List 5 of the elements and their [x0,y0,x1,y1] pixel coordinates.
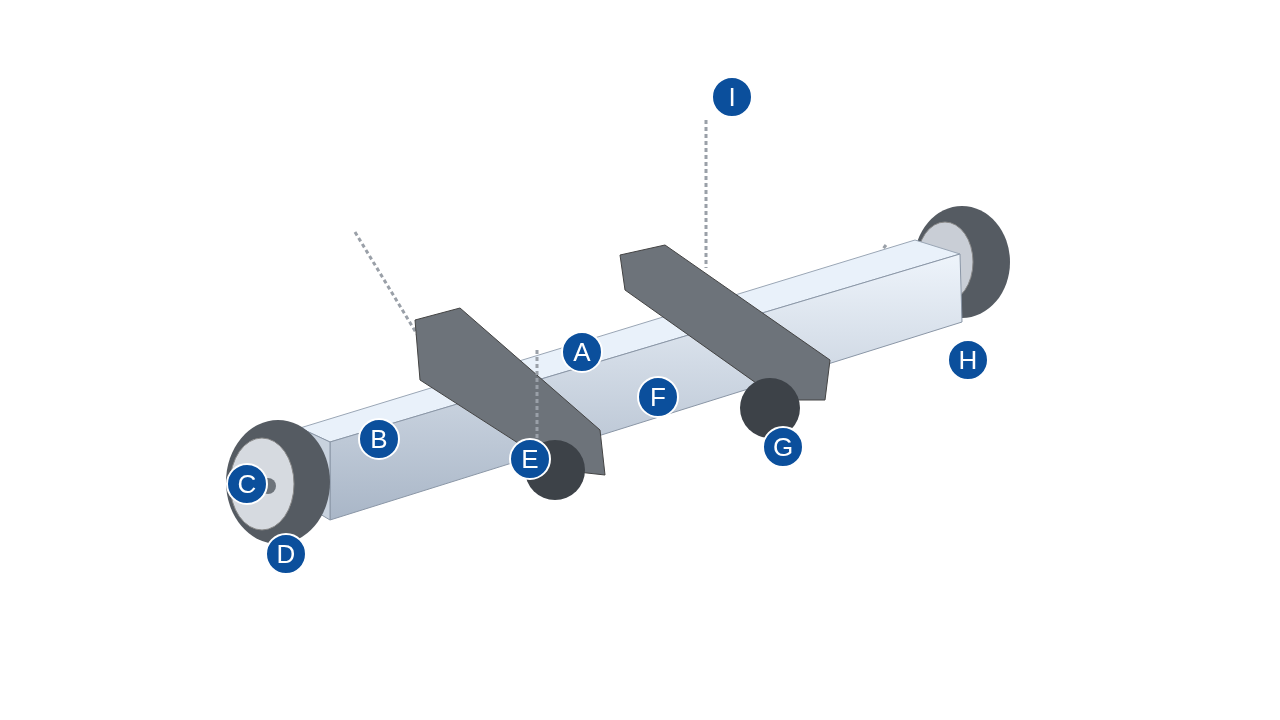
callout-letter: G [762,426,804,468]
callout-letter: D [265,533,307,575]
callout-letter: I [711,76,753,118]
callout-letter: A [561,331,603,373]
callout-letter: H [947,339,989,381]
